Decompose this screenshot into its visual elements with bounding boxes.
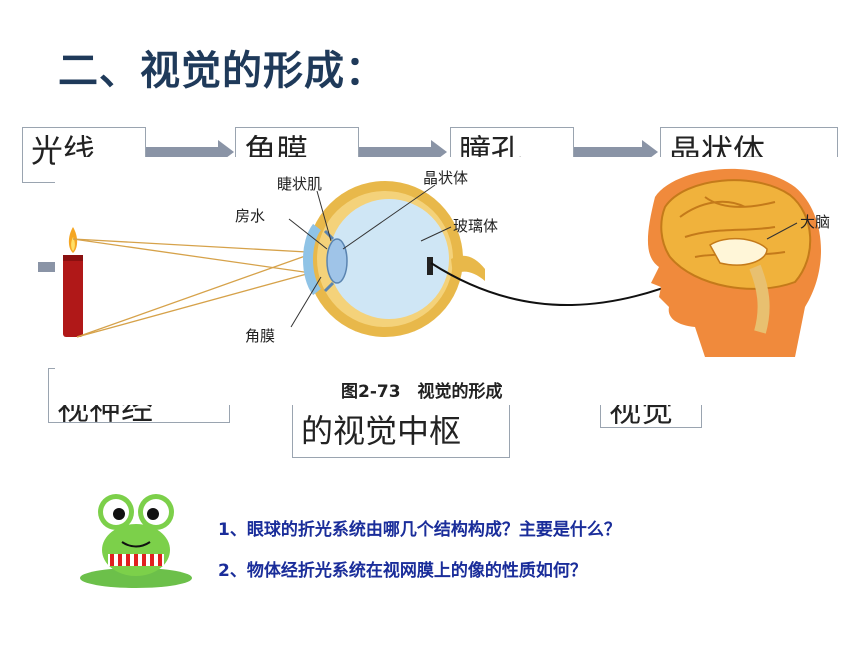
- label-brain: 大脑: [800, 213, 831, 231]
- head-brain-diagram: [647, 168, 822, 357]
- slide-title: 二、视觉的形成：: [58, 47, 386, 94]
- flow-box-visual-center: 的视觉中枢: [292, 398, 510, 458]
- label-aqueous-humor: 房水: [235, 207, 266, 225]
- question-1: 1、眼球的折光系统由哪几个结构构成？主要是什么？: [218, 520, 621, 540]
- figure-illustration: [63, 168, 822, 357]
- label-lens: 晶状体: [423, 169, 469, 187]
- flow-arrow-2: [359, 140, 447, 164]
- label-cornea: 角膜: [245, 327, 276, 345]
- flow-arrow-3: [574, 140, 658, 164]
- figure-caption: 图2-73 视觉的形成: [341, 382, 503, 402]
- vision-formation-figure: 睫状肌 晶状体 房水 玻璃体 角膜 大脑 图2-73 视觉的形成: [55, 157, 845, 405]
- question-2: 2、物体经折光系统在视网膜上的像的性质如何？: [218, 561, 587, 581]
- label-vitreous-body: 玻璃体: [453, 217, 499, 235]
- frog-mascot-icon: [80, 494, 192, 588]
- eyeball-diagram: [303, 181, 485, 337]
- label-ciliary-muscle: 睫状肌: [277, 175, 323, 193]
- candle-icon: [63, 227, 83, 337]
- label-leader-lines: [288, 184, 798, 328]
- flow-arrow-1: [146, 140, 234, 164]
